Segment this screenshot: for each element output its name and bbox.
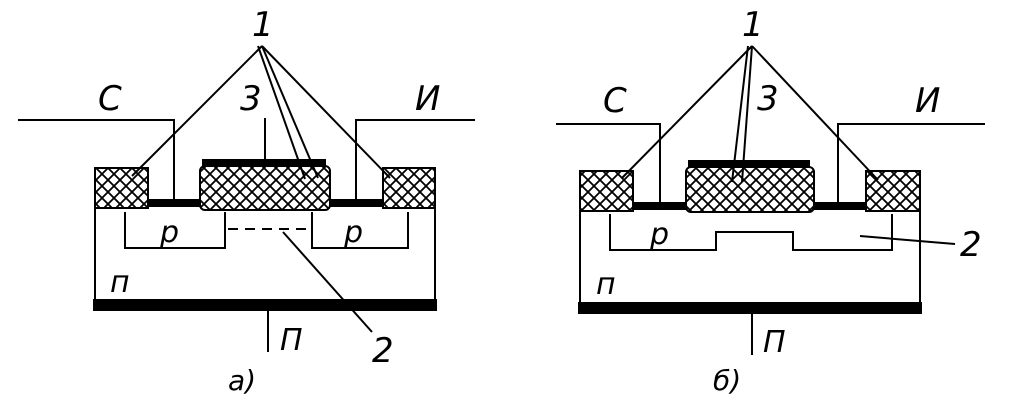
callout-1-right-a [261, 45, 391, 179]
source-lead-a [355, 119, 475, 200]
source-label-b: И [915, 81, 940, 121]
gate-label-b: 3 [757, 79, 779, 119]
bottom-contact-b [578, 302, 922, 314]
oxide-center-b [685, 166, 815, 213]
source-label-a: И [415, 79, 440, 119]
drain-contact-b [632, 202, 688, 210]
callout-1-mid2-a [257, 45, 306, 180]
diagram-a-labels: 1 3 С И р р п 2 П а) [98, 5, 440, 397]
oxide-left-a [94, 167, 149, 209]
p-region-right-a [311, 212, 409, 249]
oxide-right-a [382, 167, 436, 209]
source-contact-b [812, 202, 868, 210]
gate-label-a: 3 [240, 79, 262, 119]
callout-1-label-b: 1 [742, 5, 764, 45]
drain-label-a: С [98, 79, 122, 119]
caption-b: б) [713, 364, 741, 397]
p-region-left-a [124, 212, 226, 249]
callout-1-mid-b [741, 45, 753, 183]
oxide-left-b [579, 170, 634, 212]
substrate-label-b: п [596, 267, 616, 302]
drain-lead-b [556, 123, 661, 203]
callout-2-a [282, 231, 373, 333]
oxide-center-a [199, 165, 331, 211]
substrate-label-a: п [110, 265, 130, 300]
channel-label-a: 2 [372, 331, 394, 371]
callout-1-mid2-b [731, 45, 749, 183]
channel-label-b: 2 [960, 225, 982, 265]
substrate-terminal-label-b: П [763, 325, 786, 360]
substrate-terminal-label-a: П [280, 323, 303, 358]
diagram-b-labels: 1 3 С И р п 2 П б) [596, 5, 982, 397]
p-left-label-a: р [159, 215, 179, 250]
drain-contact-a [146, 199, 202, 207]
substrate-a [94, 204, 436, 302]
bottom-contact-a [93, 299, 437, 311]
drain-lead-a [18, 119, 175, 200]
source-contact-a [330, 199, 386, 207]
gate-metal-b [688, 160, 810, 168]
diagram-b [556, 45, 985, 355]
p-right-label-a: р [343, 215, 363, 250]
p-label-b: р [649, 217, 669, 252]
source-lead-b [837, 123, 985, 203]
callout-1-right-b [751, 45, 879, 181]
gate-metal-a [202, 159, 326, 167]
callout-1-mid-a [261, 45, 319, 179]
caption-a: а) [228, 364, 256, 397]
callout-1-left-a [131, 45, 263, 177]
callout-1-left-b [621, 45, 753, 179]
callout-2-b [859, 235, 956, 245]
callout-1-label-a: 1 [252, 5, 274, 45]
drain-label-b: С [603, 81, 627, 121]
substrate-b [579, 207, 921, 305]
p-region-b [609, 214, 893, 251]
diagram-a [18, 45, 475, 352]
